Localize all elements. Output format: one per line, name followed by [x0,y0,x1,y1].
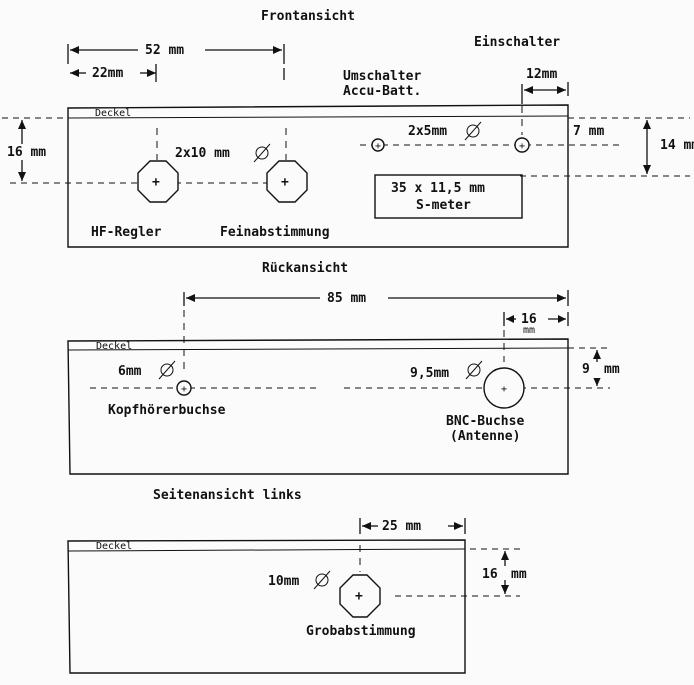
einschalter-hole [514,137,530,153]
side-diameter-symbol [315,573,329,587]
dim-85-arrow-right [557,294,566,302]
dim-16-side-bg [497,566,513,580]
rear-deckel-label: Deckel [96,341,132,352]
jack-diameter-symbol [160,363,174,377]
dim-85-arrow-left [186,294,195,302]
side-title: Seitenansicht links [153,488,302,503]
kopfhoerer-label: Kopfhörerbuchse [108,403,226,418]
rear-title: Rückansicht [262,261,348,276]
dim-12-label: 12mm [526,67,557,82]
dim-16-side-arrow-bottom [501,585,509,594]
side-panel-outline [67,539,466,674]
s-meter-label: S-meter [416,198,471,213]
dim-22-arrow-right [147,69,156,77]
kopfhoerer-hole [176,380,192,396]
jack-diameter-slash [158,360,176,380]
dim-7-label: 7 mm [573,124,604,139]
knob-diameter-slash [253,143,271,163]
knob-diameter-symbol [255,146,269,160]
umschalter-hole [371,138,385,152]
hf-regler-label: HF-Regler [91,225,162,240]
dim-16-front-arrow-bottom [18,172,26,181]
bnc-label-2: (Antenne) [450,429,520,444]
grobabstimmung-center-mark: + [355,589,363,604]
grobabstimmung-hole [339,574,381,618]
side-knob-hole-label: 10mm [268,574,299,589]
dim-14-arrow-top [643,120,651,129]
dim-16-side-label: 16 [482,567,498,582]
feinabstimmung-label: Feinabstimmung [220,225,330,240]
dim-25-arrow-right [454,522,463,530]
switch-holes-label: 2x5mm [408,124,447,139]
dim-9-bg [589,362,605,378]
front-panel-outline [67,104,569,248]
dim-16-front-arrow-top [18,120,26,129]
umschalter-label-2: Accu-Batt. [343,84,421,99]
bnc-center-mark: + [501,384,507,395]
dim-16-front-label: 16 mm [7,145,46,160]
front-view: Frontansicht 52 mm 22mm Einschalter Umsc… [2,9,694,248]
knob-holes-label: 2x10 mm [175,146,230,161]
s-meter-cutout [374,174,523,219]
front-deckel-line [67,115,569,119]
hf-regler-hole [137,160,179,203]
hf-regler-center-mark: + [152,175,160,190]
rear-deckel-line [67,347,569,351]
front-deckel-label: Deckel [95,108,131,119]
bnc-diameter-slash [465,360,483,380]
dim-16-rear-arrow-right [558,315,566,323]
jack-hole-label: 6mm [118,364,142,379]
dim-85-label: 85 mm [327,291,366,306]
bnc-diameter-symbol [467,363,481,377]
dim-9-arrow-top [593,350,601,359]
kopfhoerer-center-mark: + [181,384,187,395]
dim-9-unit: mm [604,362,620,377]
dim-9-label: 9 [582,362,590,377]
einschalter-center-mark: + [519,141,525,152]
umschalter-center-mark: + [375,141,381,152]
switch-diameter-symbol [466,124,480,138]
dim-16-front-bg [4,144,60,160]
umschalter-label-1: Umschalter [343,69,421,84]
dim-16-rear-label: 16 [521,312,537,327]
dim-16-rear-unit: mm [523,325,535,336]
feinabstimmung-hole [266,160,308,203]
dim-14-arrow-bottom [643,165,651,174]
einschalter-label: Einschalter [474,35,560,50]
side-deckel-label: Deckel [96,541,132,552]
rear-view: Rückansicht 85 mm 16 mm Deckel 9 mm [67,261,620,475]
side-view: Seitenansicht links 25 mm Deckel 16 mm +… [67,488,527,674]
dim-9-arrow-bottom [593,377,601,386]
dim-52-label: 52 mm [145,43,184,58]
dim-16-side-unit: mm [511,567,527,582]
dim-25-arrow-left [362,522,371,530]
grobabstimmung-label: Grobabstimmung [306,624,416,639]
feinabstimmung-center-mark: + [281,175,289,190]
dim-22-label: 22mm [92,66,123,81]
bnc-label-1: BNC-Buchse [446,414,524,429]
dim-12-arrow-right [557,86,566,94]
dim-16-rear-arrow-left [506,315,514,323]
rear-panel-outline [67,338,569,475]
dim-14-label: 14 mm [660,138,694,153]
s-meter-size-label: 35 x 11,5 mm [391,181,485,196]
dim-16-side-arrow-top [501,551,509,560]
switch-diameter-slash [464,121,482,141]
dim-25-label: 25 mm [382,519,421,534]
dim-52-arrow-left [70,46,79,54]
dim-22-arrow-left [70,69,79,77]
bnc-hole [483,367,525,409]
front-title: Frontansicht [261,9,355,24]
side-deckel-line [67,548,466,552]
bnc-hole-label: 9,5mm [410,366,449,381]
side-diameter-slash [313,570,331,590]
dim-12-arrow-left [524,86,533,94]
dim-52-arrow-right [273,46,282,54]
